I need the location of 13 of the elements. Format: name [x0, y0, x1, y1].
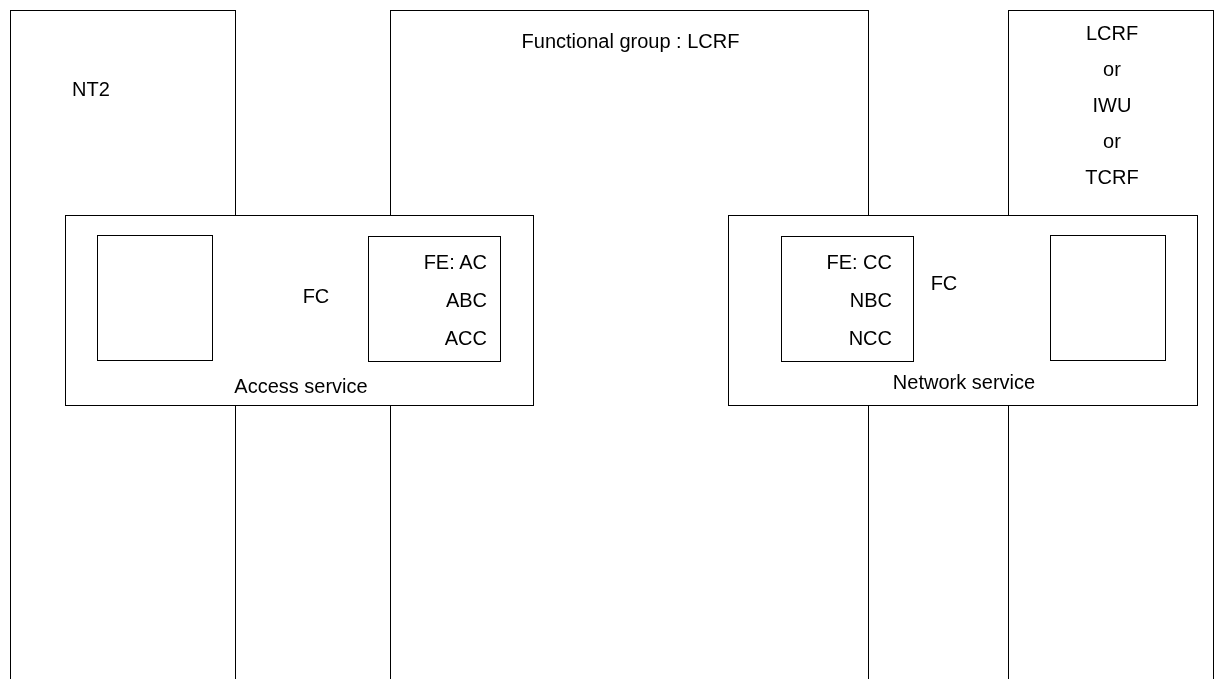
group-label: NT2	[71, 77, 111, 101]
function-box	[1050, 235, 1166, 361]
function-list: FE: AC ABC ACC	[379, 243, 487, 357]
fc-label: FC	[929, 271, 959, 295]
function-box	[368, 236, 501, 362]
service-label: Network service	[891, 370, 1037, 394]
function-list: FE: CC NBC NCC	[784, 243, 892, 357]
function-box	[781, 236, 914, 362]
function-box	[97, 235, 213, 361]
fc-label: FC	[301, 284, 331, 308]
group-label: Functional group : LCRF	[520, 29, 741, 53]
service-label: Access service	[233, 374, 369, 398]
group-label: LCRF or IWU or TCRF	[1085, 21, 1139, 190]
